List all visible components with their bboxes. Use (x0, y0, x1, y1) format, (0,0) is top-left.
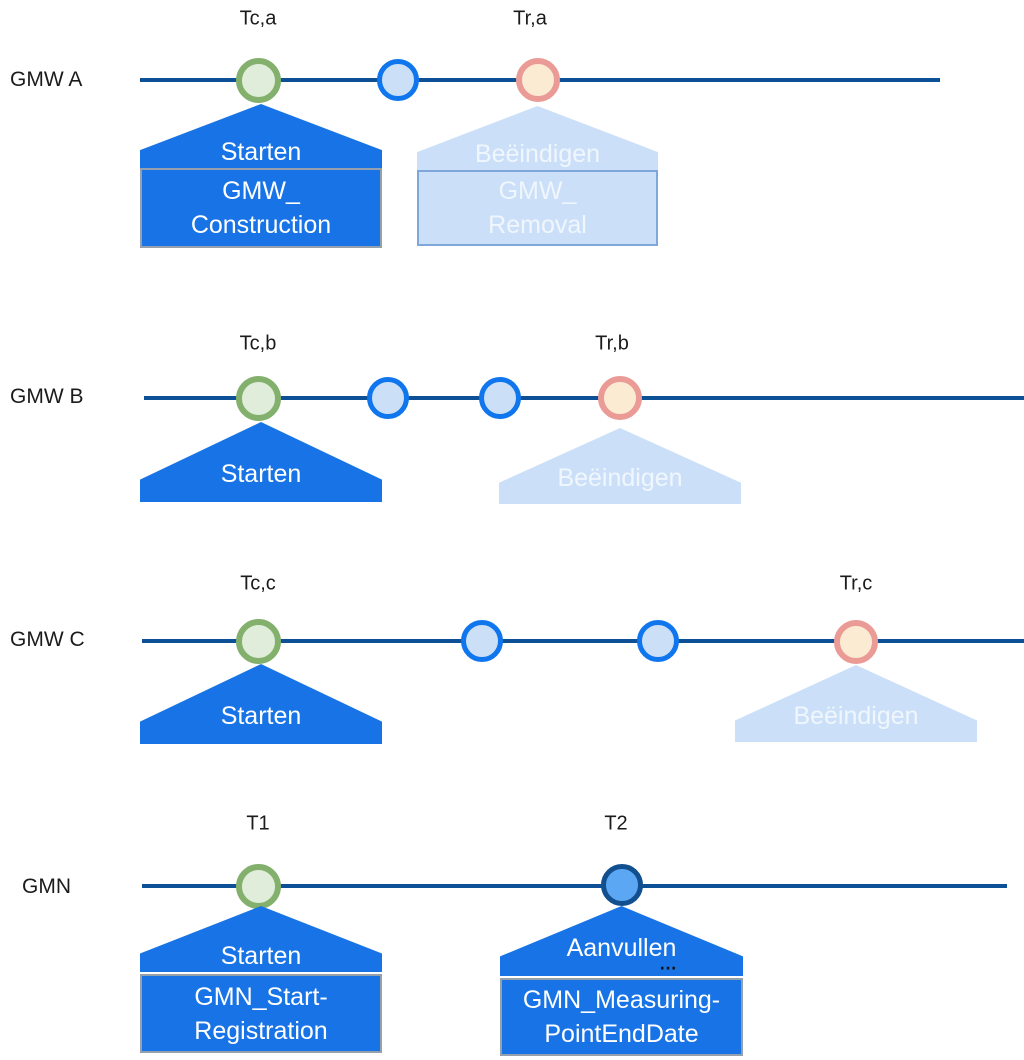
time-label: Tr,c (839, 572, 873, 595)
callout-label: Starten (220, 702, 302, 730)
time-label: Tc,b (239, 332, 277, 355)
blue-marker (461, 620, 503, 662)
green-marker (235, 618, 281, 664)
orange-marker (516, 58, 560, 102)
green-marker (235, 863, 281, 909)
time-label: Tc,c (240, 572, 276, 595)
callout-label: Starten (220, 942, 302, 970)
callout-label: Starten (220, 138, 302, 166)
timeline (142, 639, 1024, 643)
blue-marker (377, 59, 419, 101)
time-label: T1 (246, 812, 270, 835)
box-line: GMW_ (498, 177, 577, 205)
blue-marker (367, 377, 409, 419)
box-line: GMN_Measuring- (522, 986, 721, 1014)
box-line: Removal (488, 211, 587, 239)
callout-pentagon: Beëindigen (499, 428, 741, 504)
callout-label: Beëindigen (793, 702, 919, 730)
orange-marker (834, 620, 878, 664)
time-label: Tc,a (239, 7, 277, 30)
ellipsis: … (659, 953, 679, 974)
box-line: PointEndDate (544, 1020, 699, 1048)
callout-box: GMW_ Removal (417, 170, 658, 246)
callout-box: GMW_ Construction (140, 168, 382, 248)
callout-pentagon: Starten (140, 104, 382, 168)
callout-pentagon: Beëindigen (735, 665, 977, 742)
row-label: GMW B (10, 385, 84, 408)
callout-pentagon: Aanvullen (500, 906, 743, 976)
callout-pentagon: Starten (140, 422, 382, 502)
green-marker (235, 375, 281, 421)
orange-marker (598, 376, 642, 420)
navy-marker (601, 864, 643, 906)
timeline (142, 884, 1007, 888)
row-label: GMW A (10, 68, 83, 91)
green-marker (235, 57, 281, 103)
callout-pentagon: Beëindigen (417, 106, 658, 170)
timeline (144, 396, 1024, 400)
box-line: Registration (194, 1016, 328, 1045)
callout-label: Aanvullen (566, 934, 677, 962)
callout-label: Beëindigen (474, 140, 601, 168)
callout-box: GMN_Measuring- PointEndDate (500, 978, 743, 1056)
callout-pentagon: Starten (140, 664, 382, 744)
blue-marker (479, 377, 521, 419)
time-label: Tr,b (595, 332, 629, 355)
time-label: Tr,a (513, 7, 547, 30)
box-line: GMW_ (222, 177, 300, 205)
callout-pentagon: Starten (140, 906, 382, 972)
callout-box: GMN_Start- Registration (140, 974, 382, 1053)
row-label: GMW C (10, 628, 85, 651)
box-line: GMN_Start- (194, 982, 328, 1011)
blue-marker (637, 620, 679, 662)
callout-label: Beëindigen (557, 464, 683, 492)
row-label: GMN (22, 875, 71, 898)
time-label: T2 (604, 812, 628, 835)
box-line: Construction (190, 211, 332, 239)
callout-label: Starten (220, 460, 302, 488)
